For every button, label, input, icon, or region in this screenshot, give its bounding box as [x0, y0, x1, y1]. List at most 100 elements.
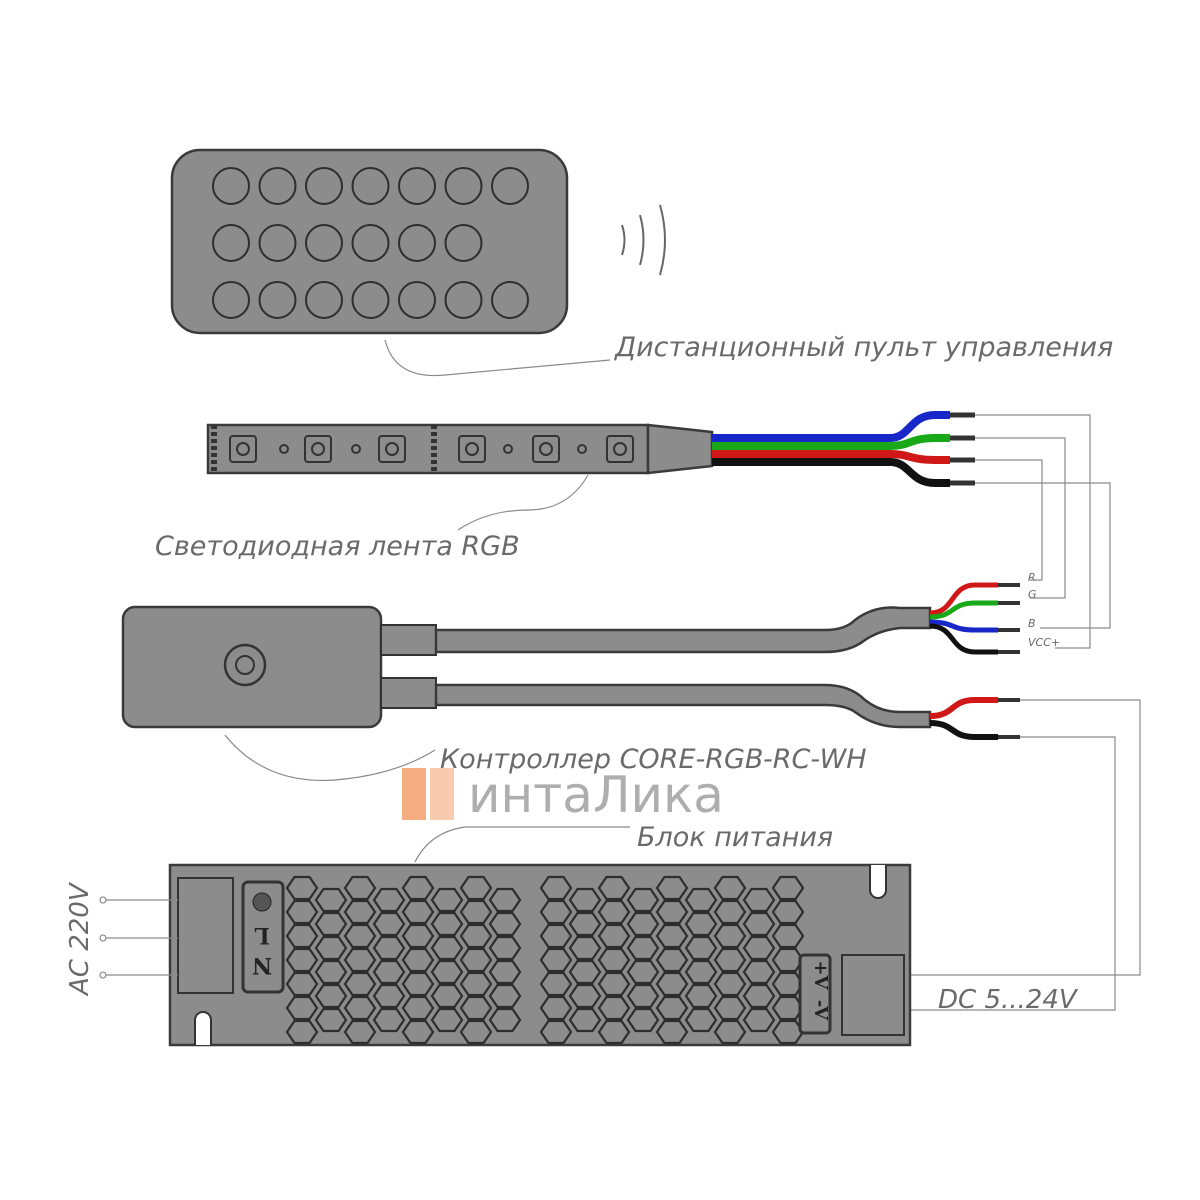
vent-hole — [655, 899, 689, 925]
remote-button[interactable] — [212, 167, 250, 205]
remote-button[interactable] — [398, 167, 436, 205]
vent-hole — [568, 1007, 602, 1033]
controller-connector-2 — [380, 677, 437, 709]
vent-hole — [626, 983, 660, 1009]
vent-hole — [597, 947, 631, 973]
psu-leader-line — [414, 826, 630, 863]
vent-hole — [713, 971, 747, 997]
vent-hole — [372, 887, 406, 913]
vent-hole — [314, 983, 348, 1009]
mounting-slot — [194, 1011, 212, 1045]
vent-hole — [459, 899, 493, 925]
vent-hole — [430, 935, 464, 961]
remote-button[interactable] — [491, 167, 529, 205]
led-chip — [304, 435, 332, 463]
led-chip — [458, 435, 486, 463]
vent-hole — [568, 959, 602, 985]
vent-hole — [771, 875, 805, 901]
remote-button[interactable] — [351, 281, 390, 319]
vent-hole — [713, 875, 747, 901]
vent-hole — [285, 995, 319, 1021]
remote-button[interactable] — [212, 224, 250, 262]
remote-button[interactable] — [444, 281, 483, 319]
vent-hole — [314, 935, 348, 961]
remote-button[interactable] — [444, 167, 483, 205]
vent-hole — [285, 1019, 319, 1045]
vent-hole — [401, 875, 435, 901]
vent-hole — [684, 911, 718, 937]
logo-mark — [402, 768, 426, 820]
vent-hole — [343, 923, 377, 949]
vent-hole — [459, 1019, 493, 1045]
controller-power-cable — [434, 683, 932, 729]
remote-leader-line — [384, 339, 611, 377]
led-chip — [229, 435, 257, 463]
remote-button[interactable] — [212, 281, 250, 319]
terminal-plus-v: +V — [810, 960, 831, 990]
intalika-logo: интаЛика — [402, 766, 724, 824]
vent-hole — [488, 935, 522, 961]
vent-hole — [539, 1019, 573, 1045]
vent-hole — [343, 1019, 377, 1045]
vent-hole — [343, 947, 377, 973]
strip-end-cap — [646, 423, 714, 475]
strip-wire — [712, 434, 950, 450]
vent-hole — [539, 875, 573, 901]
remote-button[interactable] — [351, 224, 390, 262]
vent-hole — [539, 923, 573, 949]
vent-hole — [459, 923, 493, 949]
remote-button[interactable] — [305, 224, 343, 262]
ln-label-plate — [241, 880, 285, 994]
vent-hole — [372, 911, 406, 937]
vent-hole — [626, 935, 660, 961]
signal-waves-icon — [621, 204, 666, 276]
vent-hole — [713, 947, 747, 973]
vent-hole — [713, 923, 747, 949]
remote-button[interactable] — [351, 167, 390, 205]
remote-button[interactable] — [305, 281, 343, 319]
strip-wire — [712, 450, 950, 464]
vent-hole — [488, 1007, 522, 1033]
remote-button[interactable] — [258, 167, 297, 205]
remote-button[interactable] — [444, 224, 483, 262]
strip-to-controller-lines — [975, 414, 1111, 649]
vent-hole — [401, 947, 435, 973]
vent-hole — [459, 971, 493, 997]
remote-button[interactable] — [491, 281, 529, 319]
power-wire — [929, 697, 998, 719]
vent-hole — [713, 899, 747, 925]
led-chip — [532, 435, 560, 463]
vent-hole — [488, 887, 522, 913]
terminal-l: L — [254, 922, 269, 948]
ac-input-lines — [105, 899, 178, 976]
vent-hole — [568, 935, 602, 961]
vent-hole — [597, 875, 631, 901]
wire-label-r: R — [1028, 571, 1036, 584]
vent-hole — [488, 983, 522, 1009]
controller-wire — [929, 619, 998, 633]
remote-button[interactable] — [305, 167, 343, 205]
vent-hole — [285, 947, 319, 973]
vent-hole — [430, 887, 464, 913]
controller-to-psu-lines — [910, 699, 1141, 1011]
controller-label: Контроллер CORE-RGB-RC-WH — [440, 744, 867, 775]
terminal-minus-v: -V — [810, 1000, 831, 1021]
vent-hole — [314, 911, 348, 937]
vent-hole — [626, 887, 660, 913]
vent-hole — [626, 911, 660, 937]
remote-button[interactable] — [398, 224, 436, 262]
power-button-icon[interactable] — [223, 643, 267, 687]
power-supply: L N +V -V — [168, 863, 912, 1047]
psu-label: Блок питания — [637, 822, 833, 853]
strip-leader-line — [457, 474, 589, 531]
vent-hole — [597, 995, 631, 1021]
remote-button[interactable] — [258, 281, 297, 319]
remote-button[interactable] — [398, 281, 436, 319]
controller-wire — [929, 582, 998, 616]
strip-label: Светодиодная лента RGB — [155, 531, 520, 562]
remote-button[interactable] — [258, 224, 297, 262]
vent-hole — [568, 911, 602, 937]
vent-hole — [488, 911, 522, 937]
vent-hole — [314, 1007, 348, 1033]
